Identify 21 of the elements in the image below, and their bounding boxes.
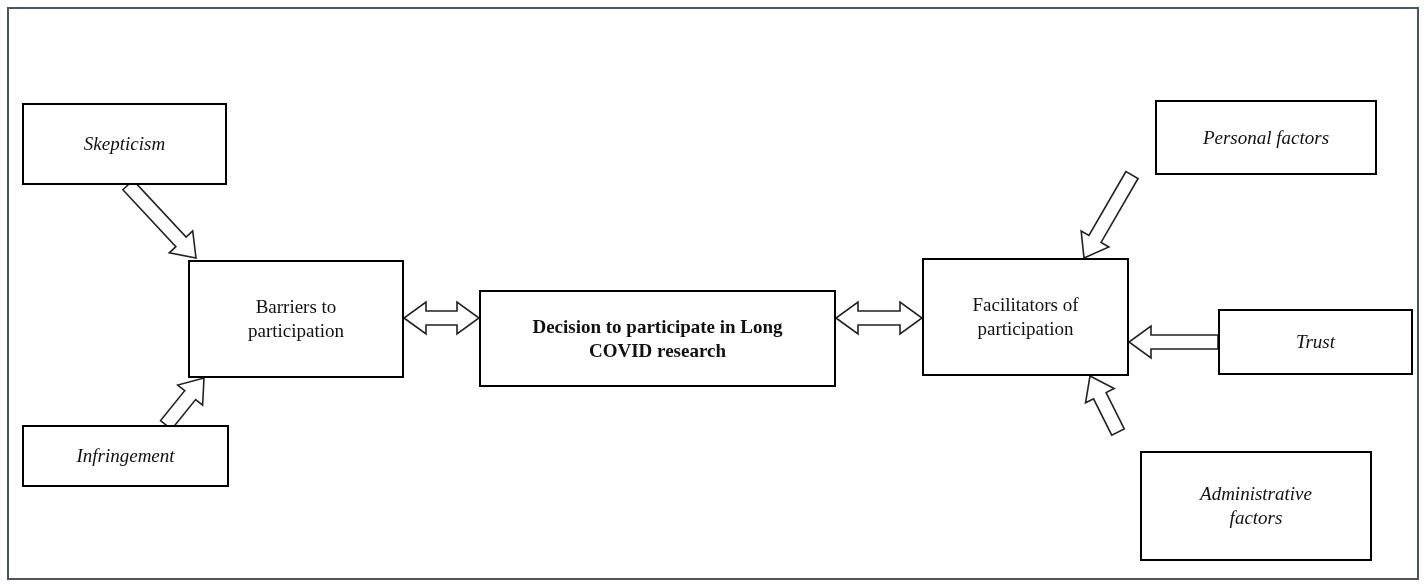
text-box (479, 290, 836, 387)
box-label: Skepticism (83, 132, 166, 156)
text-box (22, 425, 229, 487)
block-arrow (402, 300, 481, 336)
box-label: Infringement (76, 444, 175, 468)
box-label: Personal factors (1202, 125, 1330, 150)
box-label: Facilitators of participation (971, 293, 1080, 341)
box-label: Barriers to participation (247, 295, 345, 343)
block-arrow (1084, 374, 1126, 437)
block-arrow (1127, 324, 1219, 360)
text-box (922, 258, 1129, 376)
text-box (188, 260, 404, 378)
box-label: Trust (1295, 330, 1336, 354)
box-label: Decision to participate in Long COVID research (531, 314, 784, 363)
block-arrow (834, 300, 924, 336)
text-box (1140, 451, 1372, 561)
text-box (1155, 100, 1377, 175)
text-box (1218, 309, 1413, 375)
box-label: Administrative factors (1198, 482, 1313, 530)
text-box (22, 103, 227, 185)
block-arrow (1080, 170, 1140, 260)
